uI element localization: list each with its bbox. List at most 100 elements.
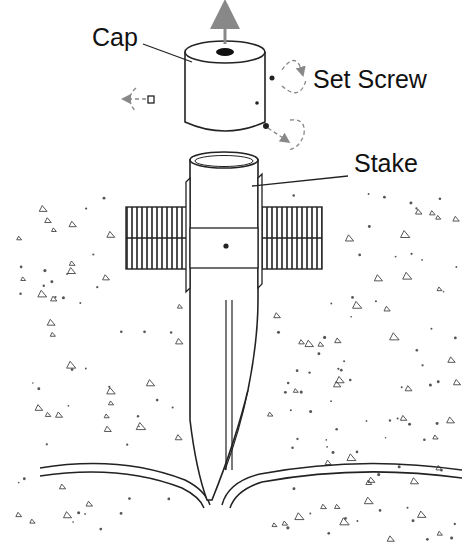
soil-speck xyxy=(401,231,410,238)
soil-speck xyxy=(175,435,182,440)
soil-speck xyxy=(430,328,432,330)
soil-speck xyxy=(321,504,327,508)
soil-speck xyxy=(286,526,289,529)
soil-speck xyxy=(128,497,131,500)
cap xyxy=(185,41,265,131)
leader-line xyxy=(143,44,192,62)
soil-speck xyxy=(325,439,327,441)
soil-speck xyxy=(447,417,455,423)
soil-speck xyxy=(18,192,23,196)
soil-speck xyxy=(335,504,340,508)
soil-speck xyxy=(20,266,23,269)
soil-speck xyxy=(85,207,87,209)
soil-speck xyxy=(68,405,70,407)
soil-speck xyxy=(368,477,375,482)
soil-speck xyxy=(436,422,439,425)
soil-speck xyxy=(287,382,290,385)
soil-speck xyxy=(290,409,292,411)
soil-speck xyxy=(379,509,382,512)
soil-speck xyxy=(23,477,26,480)
part-label: Set Screw xyxy=(313,66,427,94)
soil-speck xyxy=(43,269,46,272)
soil-speck xyxy=(368,225,371,228)
soil-speck xyxy=(300,391,303,394)
part-label: Stake xyxy=(354,150,418,178)
soil-speck xyxy=(423,438,426,441)
soil-speck xyxy=(334,381,341,387)
soil-speck xyxy=(96,286,98,288)
soil-speck xyxy=(353,301,362,308)
soil-speck xyxy=(50,332,55,336)
soil-speck xyxy=(383,196,386,199)
soil-speck xyxy=(104,426,111,431)
soil-speck xyxy=(268,412,273,416)
soil-speck xyxy=(437,531,442,535)
soil-speck xyxy=(356,520,358,522)
soil-speck xyxy=(327,532,330,535)
soil-speck xyxy=(146,380,154,386)
soil-speck xyxy=(448,357,455,362)
soil-speck xyxy=(437,287,442,291)
soil-speck xyxy=(421,259,423,261)
stake-body xyxy=(190,160,258,500)
soil-speck xyxy=(107,388,115,394)
soil-speck xyxy=(436,215,441,219)
soil-speck xyxy=(296,369,299,372)
soil-speck xyxy=(69,221,76,226)
soil-speck xyxy=(366,420,368,422)
soil-speck xyxy=(415,207,417,209)
soil-speck xyxy=(416,209,422,214)
soil-speck xyxy=(375,300,377,302)
soil-speck xyxy=(56,412,63,417)
soil-speck xyxy=(335,428,338,431)
soil-speck xyxy=(43,285,45,287)
soil-speck xyxy=(374,275,382,281)
soil-speck xyxy=(67,361,76,368)
soil-speck xyxy=(318,342,324,346)
soil-speck xyxy=(108,386,110,388)
soil-speck xyxy=(426,538,429,541)
soil-speck xyxy=(170,331,172,333)
soil-speck xyxy=(450,536,453,539)
soil-speck xyxy=(332,451,335,454)
soil-speck xyxy=(52,228,57,232)
soil-speck xyxy=(272,523,277,527)
soil-speck xyxy=(19,293,21,295)
soil-speck xyxy=(177,304,182,308)
soil-speck xyxy=(429,384,432,387)
cable xyxy=(40,464,210,505)
cable xyxy=(40,472,204,508)
soil-speck xyxy=(86,501,92,506)
soil-speck xyxy=(59,484,65,489)
soil-speck xyxy=(18,482,20,484)
soil-speck xyxy=(104,414,109,418)
stake-groove xyxy=(226,300,232,470)
soil-speck xyxy=(39,206,47,212)
soil-speck xyxy=(405,386,412,391)
cable xyxy=(222,463,462,505)
soil-speck xyxy=(120,512,123,515)
soil-speck xyxy=(71,368,74,371)
soil-speck xyxy=(401,386,403,388)
soil-speck xyxy=(340,369,343,372)
soil-speck xyxy=(37,387,40,390)
soil-speck xyxy=(385,437,387,439)
soil-speck xyxy=(384,306,390,311)
soil-speck xyxy=(416,349,419,352)
soil-speck xyxy=(136,422,145,429)
soil-speck xyxy=(325,460,331,465)
soil-speck xyxy=(406,507,408,509)
soil-speck xyxy=(430,211,436,215)
soil-speck xyxy=(454,336,457,339)
soil-speck xyxy=(282,521,287,525)
soil-speck xyxy=(295,513,304,520)
soil-speck xyxy=(421,364,423,366)
soil-speck xyxy=(347,454,356,461)
soil-speck xyxy=(293,487,296,490)
soil-speck xyxy=(317,352,320,355)
soil-speck xyxy=(176,338,183,344)
soil-speck xyxy=(356,451,359,454)
soil-speck xyxy=(337,368,339,370)
cable xyxy=(230,472,462,508)
soil-speck xyxy=(51,296,57,301)
